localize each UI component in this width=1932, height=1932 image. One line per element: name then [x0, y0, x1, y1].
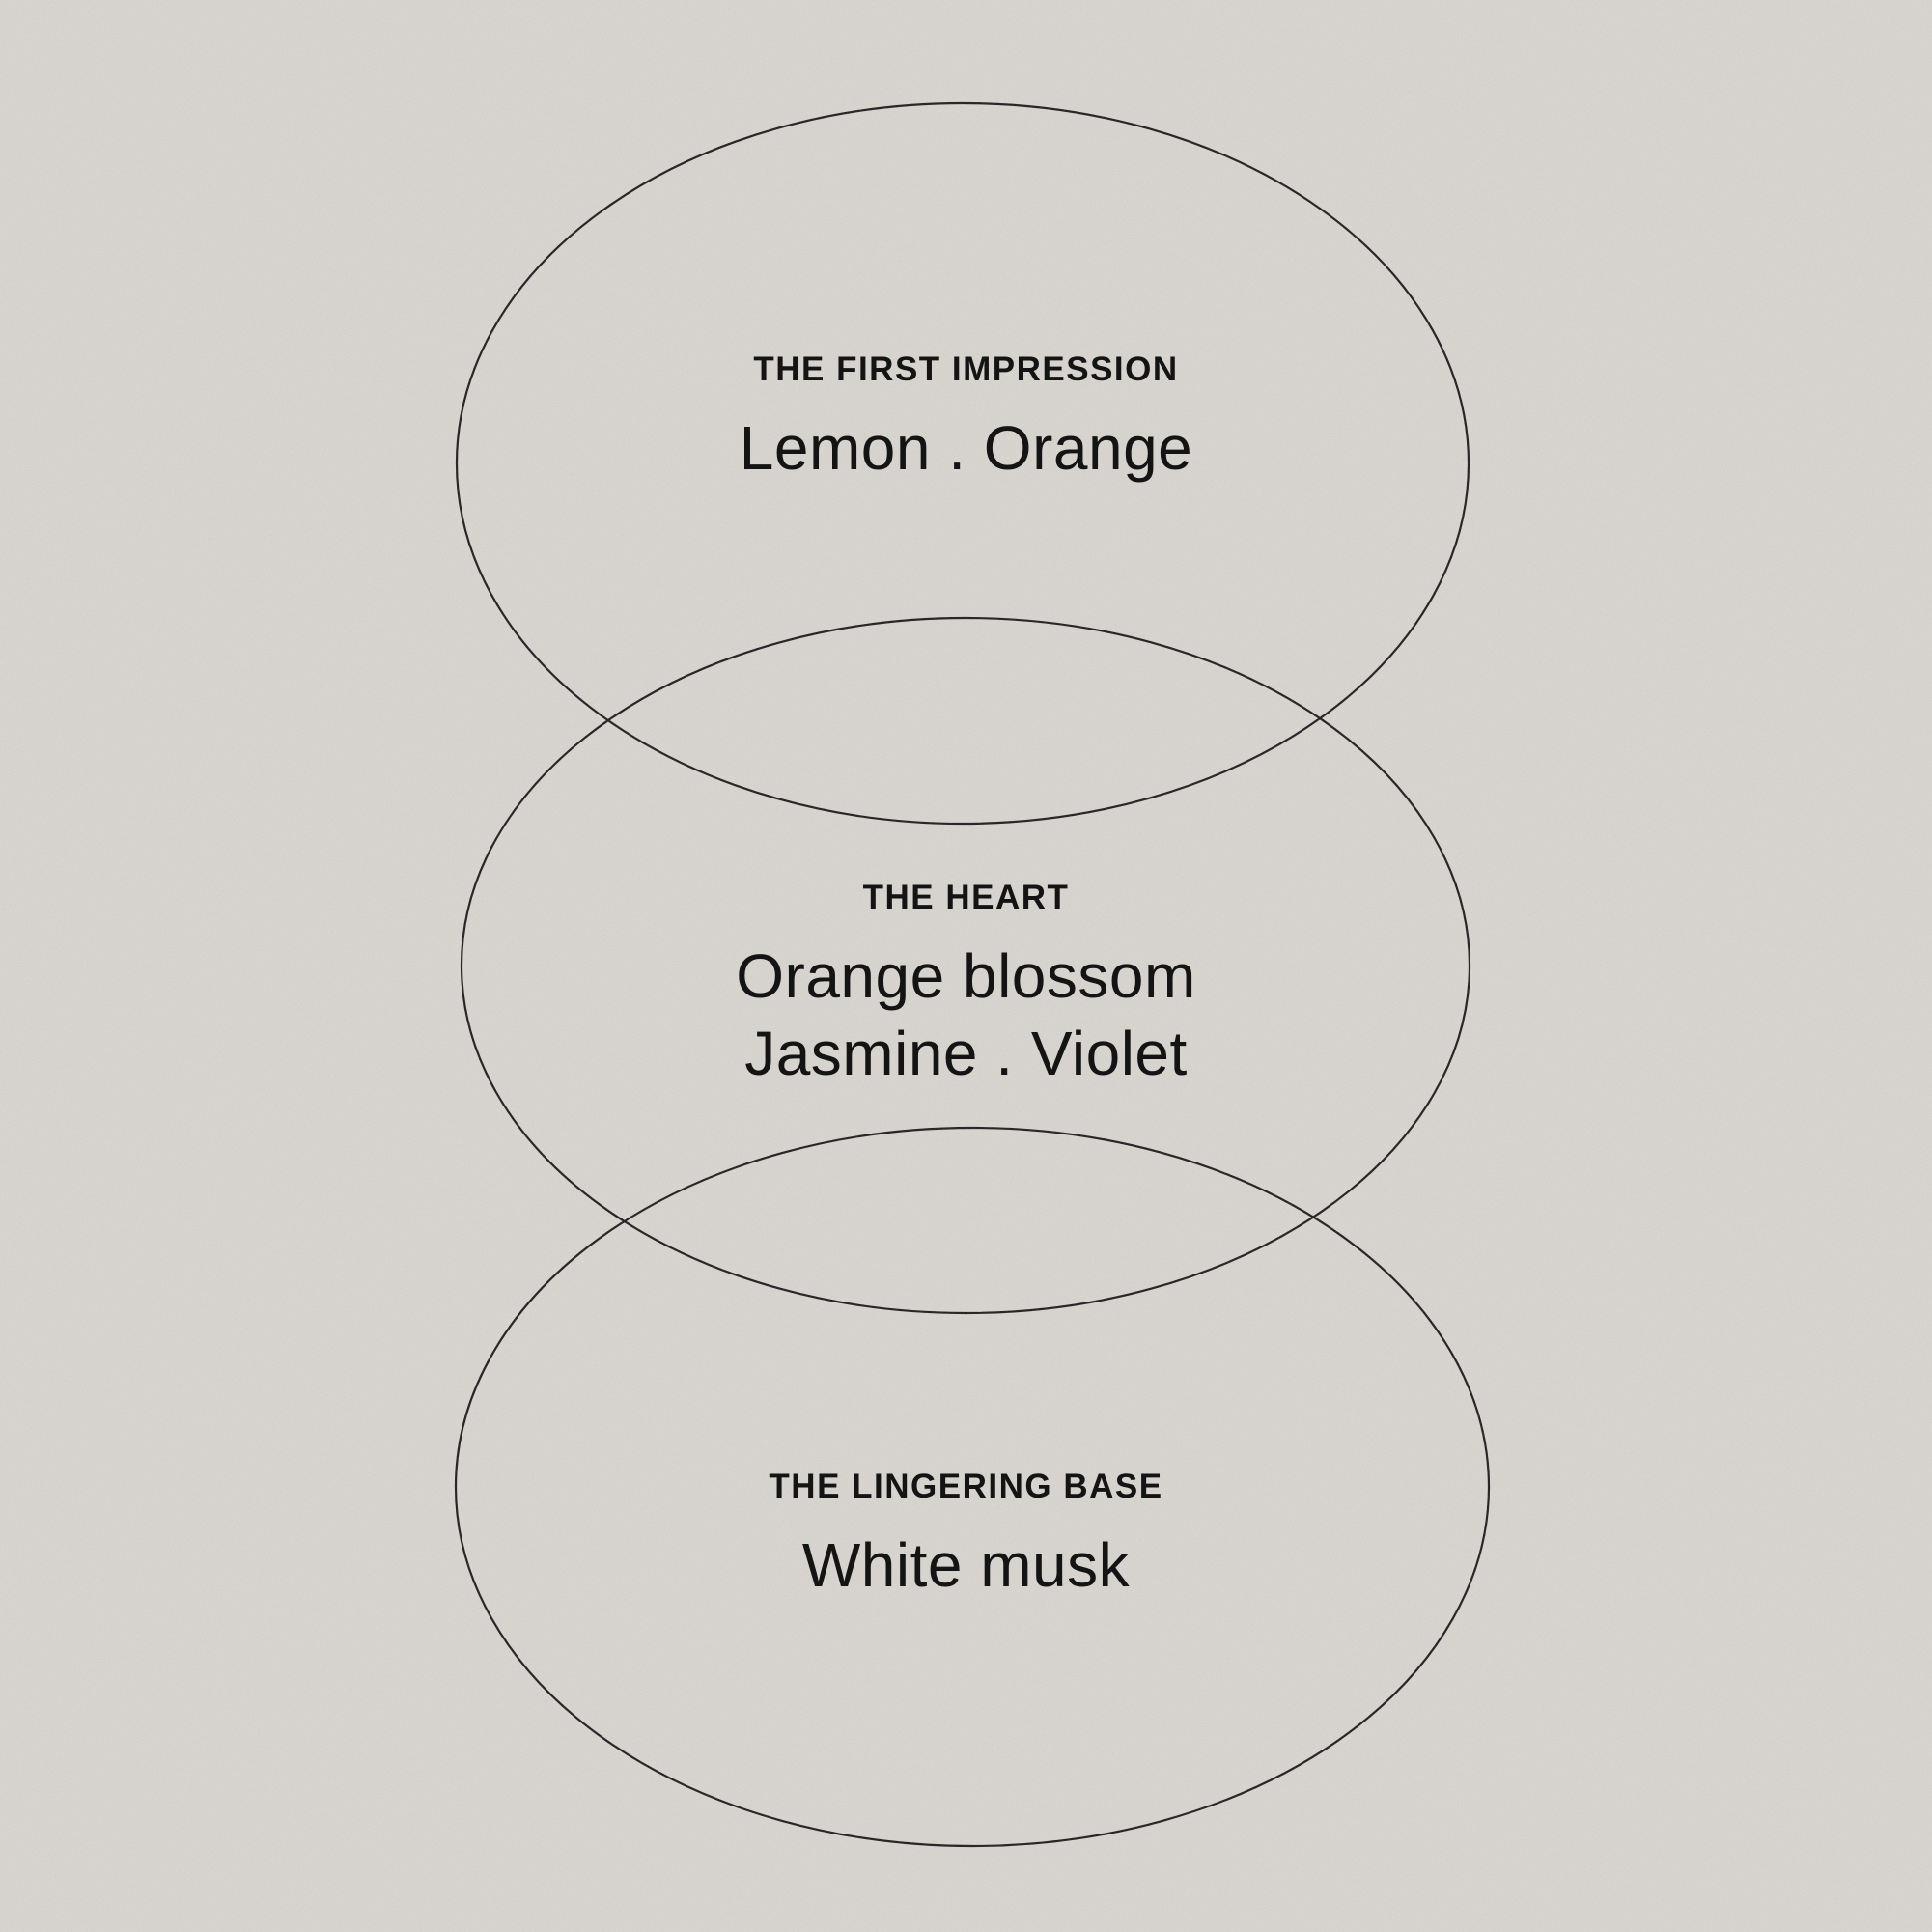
- note-block-first-impression: THE FIRST IMPRESSION Lemon . Orange: [740, 350, 1193, 487]
- ingredient-line: Orange blossom: [736, 941, 1196, 1011]
- note-block-heart: THE HEART Orange blossom Jasmine . Viole…: [736, 879, 1196, 1092]
- ingredient-line: Jasmine . Violet: [744, 1019, 1188, 1088]
- note-ingredients-heart: Orange blossom Jasmine . Violet: [736, 938, 1196, 1092]
- note-label-lingering-base: THE LINGERING BASE: [769, 1468, 1163, 1505]
- note-ingredients-lingering-base: White musk: [769, 1526, 1162, 1604]
- note-label-heart: THE HEART: [862, 879, 1070, 916]
- note-block-lingering-base: THE LINGERING BASE White musk: [769, 1468, 1162, 1604]
- ingredient-line: Lemon . Orange: [739, 413, 1193, 483]
- ingredient-line: White musk: [801, 1530, 1131, 1600]
- note-ingredients-first-impression: Lemon . Orange: [740, 409, 1193, 487]
- note-label-first-impression: THE FIRST IMPRESSION: [753, 350, 1179, 388]
